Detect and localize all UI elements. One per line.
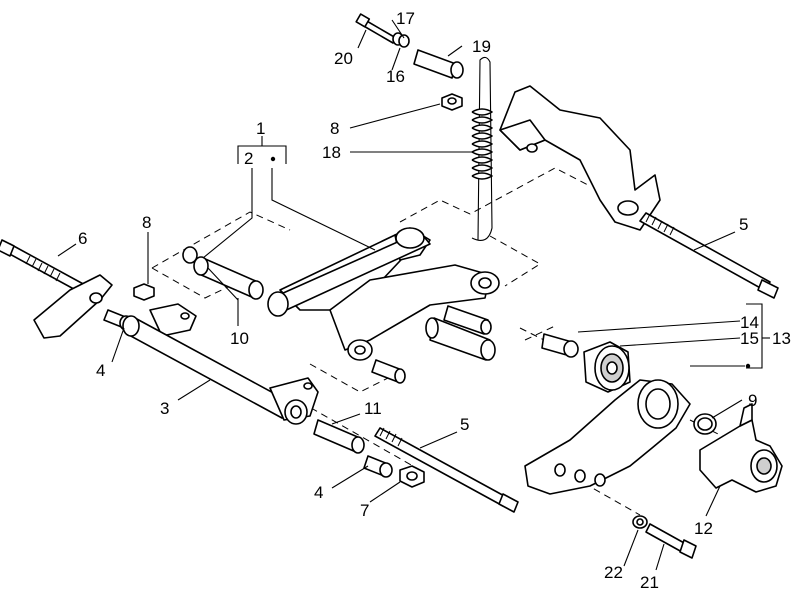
callout-16: 16: [386, 67, 405, 86]
bolt-21: [645, 523, 697, 559]
bolt-long-5-lower: [374, 427, 519, 513]
cover-cap-12: [699, 403, 783, 493]
bracket-left: [33, 274, 113, 339]
callout-3: 3: [160, 399, 169, 418]
return-spring: [471, 56, 493, 241]
bushing-lower-10: [371, 359, 406, 384]
callout-10: 10: [230, 329, 249, 348]
callout-22: 22: [604, 563, 623, 582]
bearing-15: [583, 341, 631, 393]
bushing-4-lower: [363, 455, 393, 478]
callout-15: 15: [740, 329, 759, 348]
snap-ring-9: [693, 413, 717, 435]
tensioner-plate: [524, 379, 691, 495]
washer-22: [632, 515, 648, 529]
callout-6: 6: [78, 229, 87, 248]
callout-17: 17: [396, 9, 415, 28]
sleeve-10: [182, 246, 264, 300]
callout-18: 18: [322, 143, 341, 162]
bushing-19: [413, 49, 464, 79]
callout-4-lower: 4: [314, 483, 323, 502]
callout-9: 9: [748, 391, 757, 410]
engine-bracket-right: [499, 85, 661, 231]
pin-bolt-20: [355, 13, 397, 44]
callout-5-upper: 5: [739, 215, 748, 234]
callout-8-upper: 8: [330, 119, 339, 138]
swing-arm-shaft: [425, 317, 496, 361]
callout-8-left: 8: [142, 213, 151, 232]
callout-20: 20: [334, 49, 353, 68]
washer-16: [392, 32, 410, 48]
nut-8-upper: [441, 93, 463, 111]
bolt-long-5-upper: [639, 212, 779, 299]
callout-19: 19: [472, 37, 491, 56]
swing-arm-frame: [267, 227, 500, 361]
callout-4-upper: 4: [96, 361, 105, 380]
pivot-shaft-3: [122, 303, 319, 425]
callout-13: 13: [772, 329, 791, 348]
callout-2: 2: [244, 149, 253, 168]
nut-8-left: [133, 283, 155, 301]
sleeve-14: [541, 333, 579, 358]
nut-7: [399, 465, 425, 488]
leader-lines: [57, 19, 770, 571]
callout-7: 7: [360, 501, 369, 520]
callout-14: 14: [740, 313, 759, 332]
callout-21: 21: [640, 573, 659, 592]
callout-labels: 1 2 3 4 4 5 5 6 7 8 8 9 10 11 12 13 14 1…: [78, 9, 791, 592]
sleeve-11: [313, 419, 365, 454]
callout-11: 11: [364, 399, 382, 418]
callout-12: 12: [694, 519, 713, 538]
callout-1: 1: [256, 119, 265, 138]
sleeve-upper: [443, 305, 492, 335]
callout-5-lower: 5: [460, 415, 469, 434]
